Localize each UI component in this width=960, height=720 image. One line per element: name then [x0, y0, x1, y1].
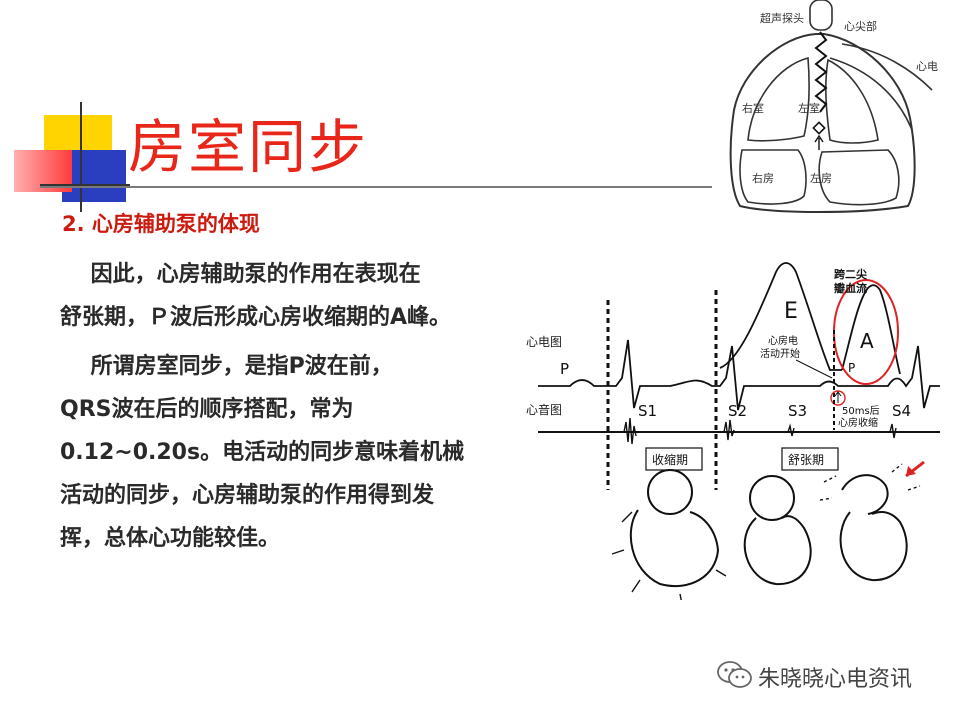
paragraph-2-line-2: QRS波在后的顺序搭配，常为	[60, 397, 354, 422]
wave-label-p1: P	[560, 360, 569, 378]
wave-label-a: A	[860, 329, 874, 353]
heart-label-lv: 左室	[798, 101, 820, 115]
wave-label-p2: P	[848, 361, 855, 375]
sound-label-s3: S3	[788, 402, 807, 420]
deco-horizontal-line	[40, 184, 130, 186]
annotation-50ms-2: 心房收缩	[838, 416, 878, 429]
annotation-atrial-2: 活动开始	[760, 347, 800, 360]
heart-label-ecg: 心电	[916, 60, 938, 73]
paragraph-2-line-1: 所谓房室同步，是指P波在前，	[60, 354, 393, 379]
heart-label-la: 左房	[810, 172, 832, 185]
title-underline	[40, 186, 730, 188]
phase-label-diastole: 舒张期	[788, 453, 824, 467]
paragraph-1-line-1: 因此，心房辅助泵的作用在表现在	[60, 262, 421, 287]
heart-label-rv: 右室	[742, 101, 764, 115]
slide-title: 房室同步	[128, 113, 369, 181]
phase-label-systole: 收缩期	[652, 452, 688, 467]
slide-subtitle: 2. 心房辅助泵的体现	[62, 212, 260, 236]
sound-label-s4: S4	[892, 402, 911, 420]
deco-blue-square	[62, 150, 126, 202]
heart-diagram: 超声探头 心尖部 心电 右室 左室 右房 左房	[712, 0, 960, 220]
paragraph-2-line-5: 挥，总体心功能较佳。	[60, 526, 281, 551]
annotation-mitral-2: 瓣血流	[834, 281, 867, 295]
sound-label-s1: S1	[638, 402, 657, 420]
wechat-icon	[717, 661, 752, 688]
label-sound-row: 心音图	[526, 402, 562, 417]
deco-vertical-line	[80, 102, 82, 212]
paragraph-2-line-4: 活动的同步，心房辅助泵的作用得到发	[60, 483, 435, 508]
wave-label-e: E	[784, 299, 798, 324]
sound-label-s2: S2	[728, 402, 747, 420]
watermark-text: 朱晓晓心电资讯	[758, 667, 913, 692]
annotation-mitral-1: 跨二尖	[834, 267, 867, 281]
heart-label-ra: 右房	[752, 171, 774, 185]
paragraph-1-line-2: 舒张期，Ｐ波后形成心房收缩期的A峰。	[60, 305, 452, 330]
heart-label-probe: 超声探头	[760, 11, 804, 25]
annotation-50ms-1: 50ms后	[842, 405, 880, 417]
ecg-doppler-figure: 心电图 心音图 P E A P 跨二尖 瓣血流 心房电 活动开始 50ms后 心…	[526, 262, 940, 600]
annotation-atrial-1: 心房电	[768, 334, 798, 347]
heart-label-apex: 心尖部	[844, 19, 877, 33]
ventricle-diastole-sketch-2	[819, 463, 921, 582]
paragraph-2-line-3: 0.12~0.20s。电活动的同步意味着机械	[60, 440, 465, 465]
label-ecg-row: 心电图	[526, 335, 562, 349]
ventricle-systole-sketch	[611, 469, 727, 600]
ventricle-diastole-sketch-1	[743, 475, 812, 586]
